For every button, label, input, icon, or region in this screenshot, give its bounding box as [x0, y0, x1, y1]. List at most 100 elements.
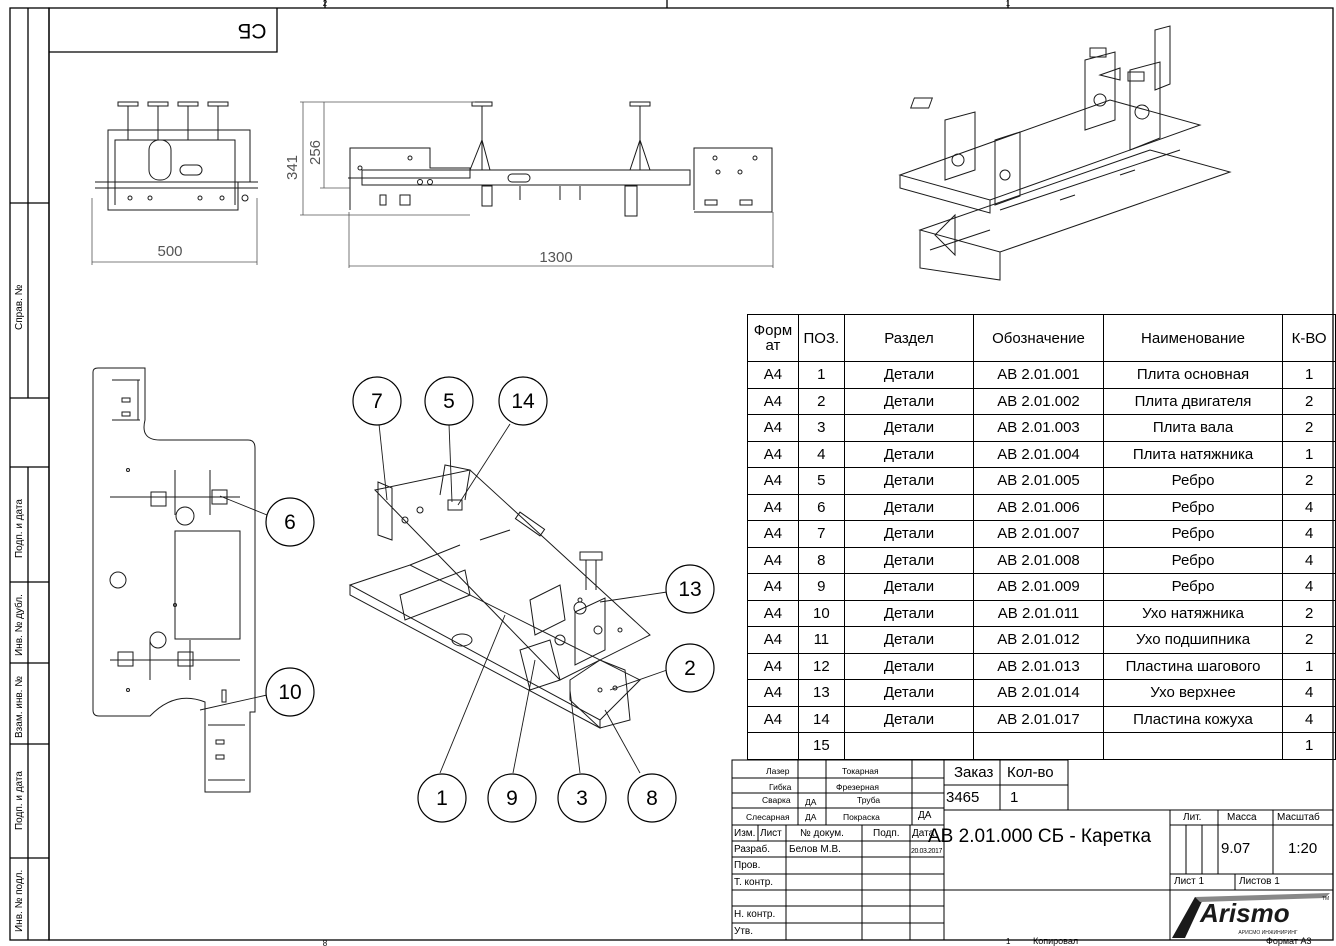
- spec-cell-name: Пластина шагового: [1102, 652, 1284, 680]
- spec-cell-section: Детали: [843, 626, 975, 654]
- spec-cell-section: Детали: [843, 467, 975, 495]
- corner-stamp: СБ: [238, 19, 267, 42]
- col-list: Лист: [760, 828, 782, 839]
- front-view: [95, 101, 258, 211]
- scale-value: 1:20: [1288, 840, 1318, 857]
- top-mark-left: 2: [323, 0, 328, 8]
- row-prov: Пров.: [734, 860, 761, 871]
- spec-cell-designation: АВ 2.01.013: [973, 652, 1104, 680]
- spec-cell-format: А4: [747, 626, 799, 654]
- callout-10: [265, 667, 315, 717]
- copied-label: Копировал: [1033, 936, 1079, 946]
- sheet-label: Лист 1: [1174, 876, 1205, 887]
- spec-cell-pos: 10: [797, 599, 845, 627]
- spec-cell-pos: 1: [797, 361, 845, 389]
- proc-welding: Сварка: [762, 795, 791, 805]
- mass-label: Масса: [1227, 812, 1257, 823]
- dim-341-label: 341: [284, 155, 301, 180]
- callout-6: [265, 497, 315, 547]
- spec-cell-section: Детали: [843, 493, 975, 521]
- spec-cell-name: [1102, 732, 1284, 760]
- spec-cell-designation: АВ 2.01.012: [973, 626, 1104, 654]
- callout-5: [424, 376, 474, 426]
- proc-laser: Лазер: [766, 766, 790, 776]
- order-label: Заказ: [954, 764, 994, 781]
- spec-cell-name: Ребро: [1102, 493, 1284, 521]
- plan-view: [92, 367, 256, 793]
- spec-cell-format: А4: [747, 679, 799, 707]
- spec-cell-qty: 4: [1282, 573, 1336, 601]
- spec-cell-format: А4: [747, 573, 799, 601]
- logo-tm: TM: [1322, 896, 1329, 902]
- spec-cell-format: А4: [747, 546, 799, 574]
- callout-14: [498, 376, 548, 426]
- spec-cell-designation: АВ 2.01.008: [973, 546, 1104, 574]
- document-designation: АВ 2.01.000 СБ - Каретка: [928, 826, 1152, 847]
- callout-8-label: 8: [646, 787, 658, 810]
- spec-cell-format: А4: [747, 414, 799, 442]
- spec-cell-name: Плита двигателя: [1102, 387, 1284, 415]
- callout-10-label: 10: [278, 681, 301, 704]
- col-izm: Изм.: [734, 828, 756, 839]
- callout-7-label: 7: [371, 390, 383, 413]
- spec-cell-name: Плита натяжника: [1102, 440, 1284, 468]
- dim-1300-label: 1300: [539, 249, 572, 266]
- spec-cell-designation: АВ 2.01.009: [973, 573, 1104, 601]
- proc-fitting: Слесарная: [746, 812, 790, 822]
- spec-cell-pos: 12: [797, 652, 845, 680]
- spec-cell-name: Ухо верхнее: [1102, 679, 1284, 707]
- spec-header-section: Раздел: [843, 314, 975, 362]
- spec-cell-name: Ребро: [1102, 573, 1284, 601]
- spec-cell-pos: 8: [797, 546, 845, 574]
- spec-cell-pos: 14: [797, 705, 845, 733]
- spec-cell-designation: АВ 2.01.007: [973, 520, 1104, 548]
- spec-cell-qty: 4: [1282, 679, 1336, 707]
- qty-label: Кол-во: [1007, 764, 1054, 781]
- spec-cell-format: А4: [747, 361, 799, 389]
- spec-cell-designation: АВ 2.01.003: [973, 414, 1104, 442]
- dims-side: [300, 101, 774, 268]
- callout-5-label: 5: [443, 390, 455, 413]
- format-label: Формат А3: [1266, 936, 1312, 946]
- side-label-podp-1: Подп. и дата: [14, 499, 25, 558]
- spec-cell-pos: 2: [797, 387, 845, 415]
- callout-balloons: [265, 376, 715, 823]
- spec-cell-section: Детали: [843, 652, 975, 680]
- side-label-sprav: Справ. №: [14, 284, 25, 330]
- bottom-left-mark: 1: [1006, 937, 1011, 946]
- spec-cell-pos: 3: [797, 414, 845, 442]
- spec-cell-format: [747, 732, 799, 760]
- spec-cell-section: [843, 732, 975, 760]
- order-value: 3465: [946, 789, 980, 806]
- spec-cell-section: Детали: [843, 520, 975, 548]
- proc-milling: Фрезерная: [836, 782, 880, 792]
- callout-1: [417, 773, 467, 823]
- spec-cell-name: Плита вала: [1102, 414, 1284, 442]
- proc-fitting-val: ДА: [805, 812, 817, 822]
- spec-cell-qty: 2: [1282, 467, 1336, 495]
- spec-cell-section: Детали: [843, 546, 975, 574]
- spec-cell-format: А4: [747, 520, 799, 548]
- proc-welding-val: ДА: [805, 797, 817, 807]
- spec-cell-section: Детали: [843, 573, 975, 601]
- spec-header-designation: Обозначение: [973, 314, 1104, 362]
- lit-label: Лит.: [1183, 812, 1202, 823]
- callout-8: [627, 773, 677, 823]
- spec-cell-format: А4: [747, 387, 799, 415]
- row-n-kontr: Н. контр.: [734, 909, 776, 920]
- spec-cell-pos: 15: [797, 732, 845, 760]
- spec-header-pos: ПОЗ.: [797, 314, 845, 362]
- row-razrab: Разраб.: [734, 844, 771, 855]
- spec-cell-format: А4: [747, 652, 799, 680]
- callout-3-label: 3: [576, 787, 588, 810]
- mass-value: 9.07: [1221, 840, 1251, 857]
